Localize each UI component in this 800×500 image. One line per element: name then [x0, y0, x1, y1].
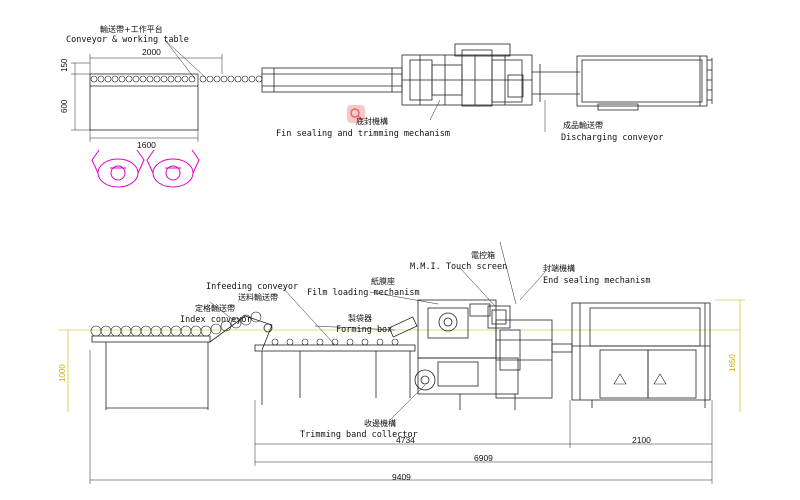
side-view [58, 241, 745, 484]
dim-side-6909: 6909 [474, 453, 493, 463]
dim-side-h-left: 1000 [58, 364, 67, 382]
dim-top-h1: 150 [60, 58, 69, 72]
operator-icon [146, 149, 200, 188]
working-table [89, 73, 199, 131]
index-label-en: Index conveyor [180, 315, 252, 325]
fin-label-zh: 底封機構 [356, 117, 388, 126]
dim-top-table: 1600 [137, 140, 156, 150]
product-dots [90, 75, 263, 83]
film-label-zh: 紙膜座 [371, 277, 395, 286]
discharge-label-zh: 成品輸送帶 [563, 121, 603, 130]
forming-label-en: Forming box [336, 325, 393, 335]
conveyor-label-en: Conveyor & working table [66, 35, 189, 45]
side-main-body [417, 299, 497, 359]
watermark-search-icon [347, 105, 365, 123]
side-working-table [91, 335, 211, 343]
dim-top-width: 2000 [142, 47, 161, 57]
dim-side-4734: 4734 [396, 435, 415, 445]
dim-side-9409: 9409 [392, 472, 411, 482]
discharge-label-en: Discharging conveyor [561, 133, 664, 143]
side-end-sealing [571, 302, 711, 401]
side-product-dots [90, 311, 262, 337]
dim-top-h2: 600 [60, 99, 69, 113]
infeed-label-zh: 送料輸送帶 [238, 293, 278, 302]
infeed-label-en: Infeeding conveyor [206, 282, 299, 292]
control-label-zh: 電控箱 [471, 251, 495, 260]
fin-label-en: Fin sealing and trimming mechanism [276, 129, 450, 139]
plan-end-sealing [576, 55, 708, 107]
trim-label-zh: 收邊機構 [364, 419, 396, 428]
forming-label-zh: 製袋器 [348, 314, 372, 323]
end-label-en: End sealing mechanism [543, 276, 651, 286]
operator-icon [91, 149, 145, 188]
dim-side-2100: 2100 [632, 435, 651, 445]
touch-label-en: M.M.I. Touch screen [410, 262, 508, 272]
end-label-zh: 封端機構 [543, 264, 575, 273]
conveyor-label-zh: 輸送帶+工作平台 [100, 25, 163, 34]
touch-screen [487, 305, 511, 329]
film-label-en: Film loading mechanism [307, 288, 420, 298]
plan-view [71, 39, 713, 142]
trim-label-en: Trimming band collector [300, 430, 418, 440]
index-label-zh: 定格輸送帶 [195, 304, 235, 313]
dim-side-h-right: 1650 [728, 354, 737, 372]
